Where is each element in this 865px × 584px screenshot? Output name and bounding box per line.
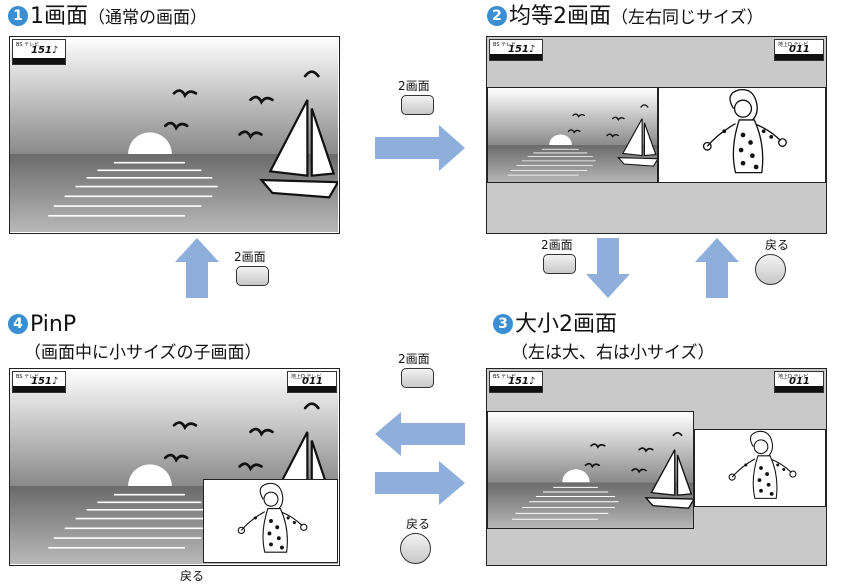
panel-3-screen: BS テレビ 151♪ 地上D テレビ 011 — [486, 368, 827, 566]
two-screen-button[interactable] — [543, 254, 576, 274]
arrow-right-4-to-3 — [375, 461, 465, 505]
two-screen-label-4: 2画面 — [398, 352, 430, 366]
osd-left-channel: BS テレビ 151♪ — [489, 371, 543, 393]
two-screen-button[interactable] — [401, 95, 434, 115]
arrow-up-3-to-2 — [695, 238, 739, 298]
panel-2-title: 均等2画面 — [509, 4, 611, 29]
panel-1-screen: BS テレビ 151♪ — [9, 36, 340, 234]
back-label-bottom: 戻る — [180, 569, 205, 583]
panel-4-title: PinP — [30, 312, 77, 337]
osd-right-channel: 地上D テレビ 011 — [287, 371, 337, 393]
panel-2-subtitle: （左右同じサイズ） — [611, 8, 764, 28]
two-screen-label-1: 2画面 — [398, 79, 430, 93]
arrow-left-3-to-4 — [375, 412, 465, 456]
two-screen-label-3: 2画面 — [541, 238, 573, 252]
split-right-view — [658, 87, 826, 183]
panel-4-subtitle: （画面中に小サイズの子画面） — [24, 343, 262, 363]
back-label-2: 戻る — [406, 517, 431, 531]
osd-right-channel: 地上D テレビ 011 — [774, 39, 824, 61]
panel-3-title: 大小2画面 — [515, 312, 617, 337]
sub-view — [694, 429, 826, 507]
arrow-up-4-to-1 — [175, 238, 219, 298]
dancer-image — [728, 430, 797, 499]
dancer-image — [237, 482, 308, 553]
panel-2-number-badge: 2 — [487, 6, 507, 26]
back-button[interactable] — [400, 533, 431, 564]
two-screen-button[interactable] — [401, 368, 434, 388]
panel-1-subtitle: （通常の画面） — [88, 8, 207, 28]
panel-3-subtitle: （左は大、右は小サイズ） — [511, 343, 715, 363]
osd-left-channel: BS テレビ 151♪ — [489, 39, 543, 61]
seascape-image — [488, 88, 657, 182]
panel-3-number-badge: 3 — [493, 314, 513, 334]
arrow-down-2-to-3 — [586, 238, 630, 298]
panel-1-title: 1画面 — [30, 4, 88, 29]
two-screen-label-2: 2画面 — [234, 250, 266, 264]
pip-child-view — [203, 479, 338, 563]
main-view — [487, 411, 694, 529]
osd-right-channel: 地上D テレビ 011 — [774, 371, 824, 393]
osd-left-channel: BS テレビ 151♪ — [12, 371, 66, 393]
arrow-right-1-to-2 — [375, 125, 465, 171]
back-button[interactable] — [755, 254, 786, 285]
osd-left-channel: BS テレビ 151♪ — [12, 39, 66, 65]
seascape-image — [10, 37, 338, 232]
back-label-1: 戻る — [765, 238, 790, 252]
panel-2-screen: BS テレビ 151♪ 地上D テレビ 011 — [486, 36, 827, 234]
seascape-image — [488, 412, 693, 528]
panel-4-number-badge: 4 — [8, 314, 28, 334]
split-left-view — [487, 87, 658, 183]
panel-4-screen: BS テレビ 151♪ 地上D テレビ 011 — [9, 368, 340, 566]
dancer-image — [702, 88, 787, 174]
two-screen-button[interactable] — [236, 266, 269, 286]
panel-1-number-badge: 1 — [8, 6, 28, 26]
